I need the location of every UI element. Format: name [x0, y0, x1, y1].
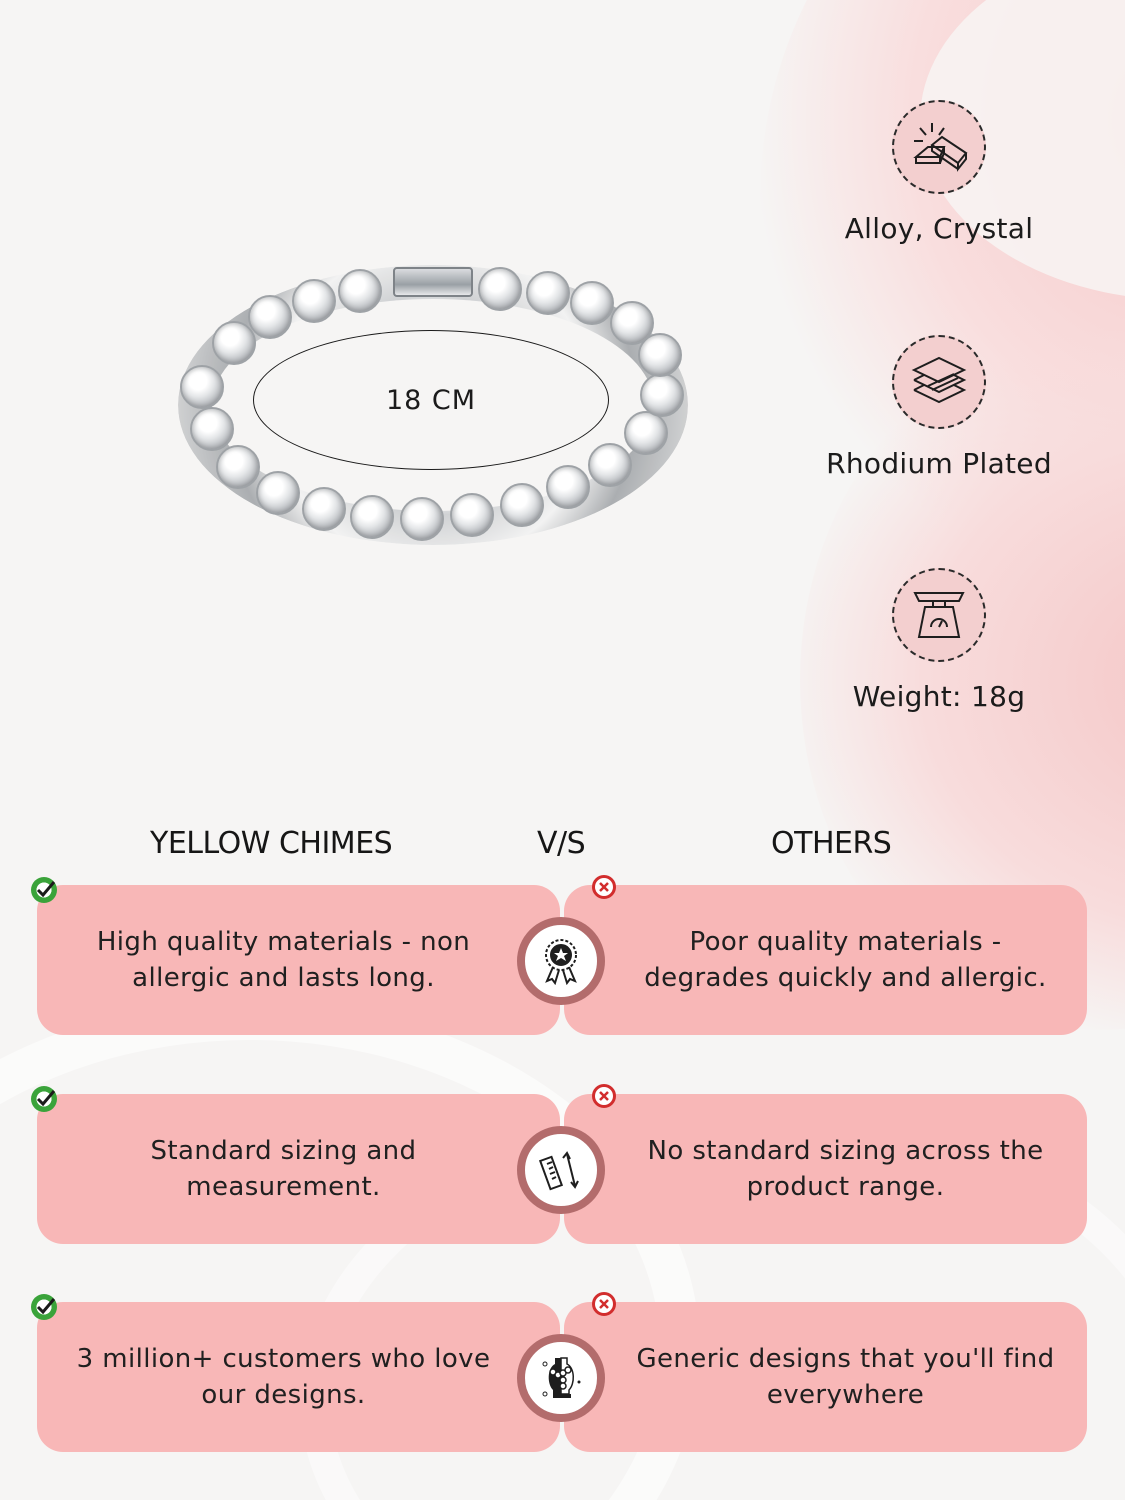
brand-card: High quality materials - non allergic an…: [37, 885, 560, 1035]
cross-icon: [592, 875, 616, 899]
bracelet-stones: [178, 265, 688, 545]
jewelry-bust-icon: [542, 1357, 581, 1398]
feature-label: Alloy, Crystal: [844, 212, 1034, 245]
feature-icon-circle: [892, 568, 986, 662]
award-ribbon-icon: [545, 939, 577, 985]
cross-icon: [592, 1084, 616, 1108]
feature-label: Weight: 18g: [852, 680, 1026, 713]
feature-icon-circle: [892, 100, 986, 194]
size-indicator: 18 CM: [253, 330, 609, 470]
layers-icon: [911, 356, 967, 404]
row-icon-circle: [517, 917, 605, 1005]
others-card: Poor quality materials - degrades quickl…: [564, 885, 1087, 1035]
check-icon: [31, 1086, 57, 1112]
vs-heading: V/S: [537, 826, 586, 861]
others-card: No standard sizing across the product ra…: [564, 1094, 1087, 1244]
brand-text: 3 million+ customers who love our design…: [76, 1344, 491, 1410]
ruler-measure-icon: [539, 1151, 579, 1191]
brand-card: Standard sizing and measurement.: [37, 1094, 560, 1244]
bracelet-product-image: 18 CM: [178, 265, 688, 545]
brand-text: High quality materials - non allergic an…: [96, 927, 471, 993]
brand-heading: YELLOW CHIMES: [150, 826, 393, 861]
feature-plating: Rhodium Plated: [789, 335, 1089, 480]
size-label: 18 CM: [385, 384, 477, 416]
others-card: Generic designs that you'll find everywh…: [564, 1302, 1087, 1452]
comparison-row: 3 million+ customers who love our design…: [31, 1292, 1087, 1452]
check-icon: [31, 1294, 57, 1320]
weighing-scale-icon: [913, 592, 965, 638]
row-icon-circle: [517, 1334, 605, 1422]
row-icon-circle: [517, 1126, 605, 1214]
feature-icon-circle: [892, 335, 986, 429]
others-text: Generic designs that you'll find everywh…: [636, 1344, 1055, 1410]
comparison-row: Standard sizing and measurement. No stan…: [31, 1084, 1087, 1244]
comparison-row: High quality materials - non allergic an…: [31, 875, 1087, 1035]
others-text: No standard sizing across the product ra…: [647, 1136, 1044, 1202]
check-icon: [31, 877, 57, 903]
feature-label: Rhodium Plated: [826, 447, 1052, 480]
others-heading: OTHERS: [771, 826, 892, 861]
cross-icon: [592, 1292, 616, 1316]
gold-bars-icon: [913, 123, 968, 172]
feature-weight: Weight: 18g: [789, 568, 1089, 713]
feature-material: Alloy, Crystal: [789, 100, 1089, 245]
bracelet-clasp: [393, 267, 473, 297]
brand-card: 3 million+ customers who love our design…: [37, 1302, 560, 1452]
others-text: Poor quality materials - degrades quickl…: [644, 927, 1047, 993]
brand-text: Standard sizing and measurement.: [150, 1136, 417, 1202]
